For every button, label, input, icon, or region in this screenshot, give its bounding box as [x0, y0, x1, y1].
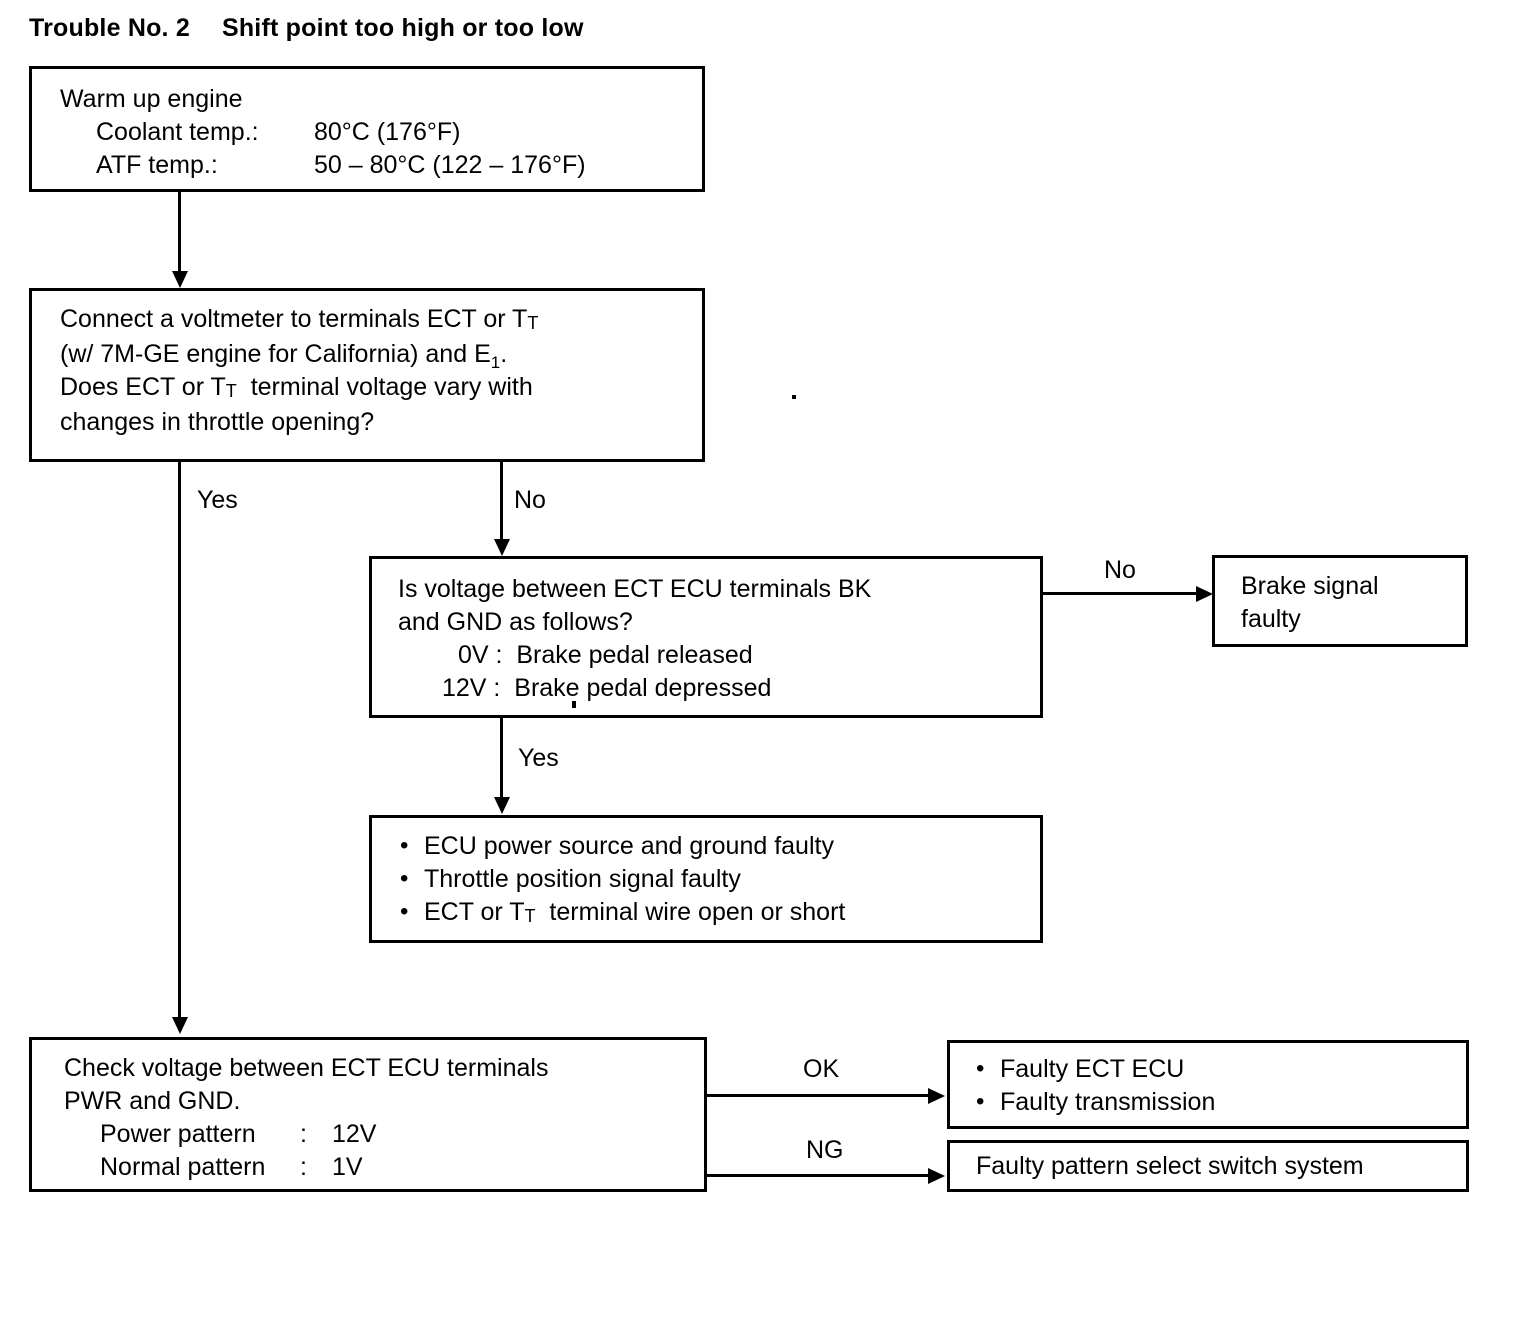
edge-label-yes-left: Yes — [197, 486, 238, 514]
check-normal-pattern-value: 1V — [332, 1153, 363, 1181]
page-title: Trouble No. 2 Shift point too high or too… — [29, 14, 584, 43]
edge-label-yes-mid: Yes — [518, 744, 559, 772]
node-check-pwr-gnd: Check voltage between ECT ECU terminals … — [29, 1037, 707, 1192]
connect-line-4: changes in throttle opening? — [60, 408, 375, 436]
edge-no-down-line — [500, 462, 503, 540]
title-trouble-number: Trouble No. 2 — [29, 14, 190, 42]
faults-bullet-2: Throttle position signal faulty — [394, 862, 1024, 896]
connect-line-3-text: Does ECT or T — [60, 373, 226, 401]
warm-up-atf-value: 50 – 80°C (122 – 176°F) — [314, 151, 586, 179]
connect-line-2-subscript: 1 — [490, 353, 501, 372]
faulty-pattern-line-1: Faulty pattern select switch system — [976, 1152, 1364, 1180]
check-line-1: Check voltage between ECT ECU terminals — [64, 1054, 549, 1082]
warm-up-atf-label: ATF temp.: — [96, 151, 218, 179]
edge-ok-line — [707, 1094, 932, 1097]
node-warm-up-engine: Warm up engine Coolant temp.: 80°C (176°F… — [29, 66, 705, 192]
connect-line-2-tail: . — [500, 340, 508, 368]
edge-ng-line — [707, 1174, 932, 1177]
connect-line-3: Does ECT or TT terminal voltage vary wit… — [60, 371, 686, 406]
node-voltage-bk-gnd: Is voltage between ECT ECU terminals BK … — [369, 556, 1043, 718]
faults-bullet-1: ECU power source and ground faulty — [394, 829, 1024, 863]
node-faults-list: ECU power source and ground faulty Throt… — [369, 815, 1043, 943]
check-power-pattern-row: Power pattern:12V — [64, 1118, 688, 1151]
faulty-ecu-bullet-2: Faulty transmission — [970, 1085, 1450, 1119]
edge-label-ng: NG — [806, 1136, 844, 1164]
faults-bullet-3-text: ECT or T — [424, 898, 525, 926]
edge-ok-arrow — [928, 1088, 945, 1104]
voltage-line-3: 0V : Brake pedal released — [458, 641, 753, 669]
check-line-2: PWR and GND. — [64, 1087, 241, 1115]
brake-signal-line-1: Brake signal — [1241, 572, 1379, 600]
faults-bullet-3-tail: terminal wire open or short — [535, 898, 846, 926]
voltage-line-1: Is voltage between ECT ECU terminals BK — [398, 575, 872, 603]
connect-line-3-tail: terminal voltage vary with — [236, 373, 533, 401]
edge-yes-mid-line — [500, 718, 503, 798]
voltage-line-2: and GND as follows? — [398, 608, 633, 636]
warm-up-coolant-row: Coolant temp.: 80°C (176°F) — [60, 116, 686, 149]
connect-line-2: (w/ 7M-GE engine for California) and E1. — [60, 338, 686, 371]
edge-no-down-arrow — [494, 539, 510, 556]
connect-line-3-subscript: T — [225, 381, 237, 401]
edge-no-right-arrow — [1196, 586, 1213, 602]
check-normal-pattern-row: Normal pattern:1V — [64, 1151, 688, 1184]
connect-line-1-subscript: T — [527, 313, 539, 333]
title-description: Shift point too high or too low — [221, 14, 584, 42]
check-power-pattern-sep: : — [300, 1120, 307, 1148]
voltage-line-4: 12V : Brake pedal depressed — [442, 674, 772, 702]
faults-bullet-3-subscript: T — [524, 906, 536, 926]
faults-bullet-3: ECT or TT terminal wire open or short — [394, 895, 1024, 931]
edge-no-right-line — [1043, 592, 1201, 595]
check-power-pattern-label: Power pattern — [100, 1120, 256, 1148]
edge-label-no-down: No — [514, 486, 546, 514]
stray-mark-upper — [792, 395, 796, 399]
brake-signal-line-2: faulty — [1241, 605, 1301, 633]
node-connect-voltmeter: Connect a voltmeter to terminals ECT or … — [29, 288, 705, 462]
edge-yes-left-arrow — [172, 1017, 188, 1034]
edge-ng-arrow — [928, 1168, 945, 1184]
node-brake-signal-faulty: Brake signal faulty — [1212, 555, 1468, 647]
connect-line-2-text: (w/ 7M-GE engine for California) and E — [60, 340, 491, 368]
stray-mark — [572, 701, 576, 708]
edge-yes-left-line — [178, 462, 181, 1017]
connect-line-1-text: Connect a voltmeter to terminals ECT or … — [60, 305, 528, 333]
warm-up-line-1: Warm up engine — [60, 85, 243, 113]
edge-warmup-to-connect-line — [178, 192, 181, 272]
check-power-pattern-value: 12V — [332, 1120, 377, 1148]
connect-line-1: Connect a voltmeter to terminals ECT or … — [60, 303, 686, 338]
edge-label-ok: OK — [803, 1055, 840, 1083]
edge-yes-mid-arrow — [494, 797, 510, 814]
node-faulty-pattern-switch: Faulty pattern select switch system — [947, 1140, 1469, 1192]
warm-up-coolant-value: 80°C (176°F) — [314, 118, 461, 146]
edge-label-no-right: No — [1104, 556, 1136, 584]
check-normal-pattern-sep: : — [300, 1153, 307, 1181]
edge-warmup-to-connect-arrow — [172, 271, 188, 288]
warm-up-atf-row: ATF temp.: 50 – 80°C (122 – 176°F) — [60, 149, 686, 182]
node-faulty-ecu-transmission: Faulty ECT ECU Faulty transmission — [947, 1040, 1469, 1129]
faulty-ecu-bullet-1: Faulty ECT ECU — [970, 1052, 1450, 1086]
check-normal-pattern-label: Normal pattern — [100, 1153, 266, 1181]
warm-up-coolant-label: Coolant temp.: — [96, 118, 259, 146]
